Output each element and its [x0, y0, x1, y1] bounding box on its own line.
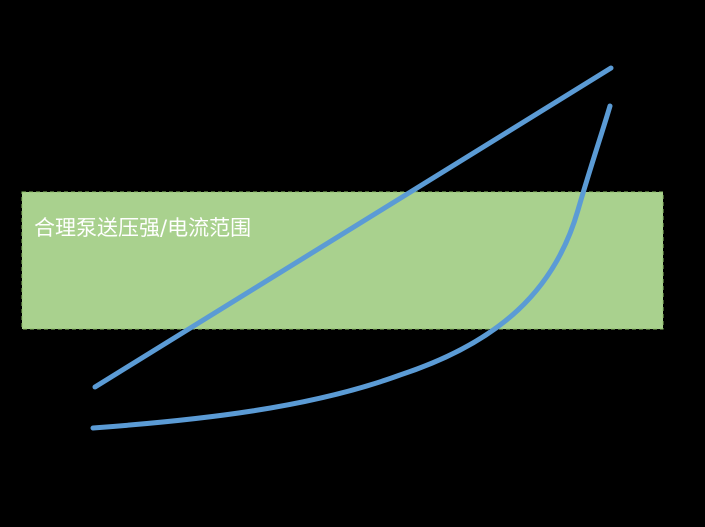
band-label: 合理泵送压强/电流范围	[34, 216, 251, 240]
linear-curve	[92, 65, 614, 390]
reasonable-range-band	[21, 191, 664, 330]
exponential-curve	[90, 103, 613, 431]
